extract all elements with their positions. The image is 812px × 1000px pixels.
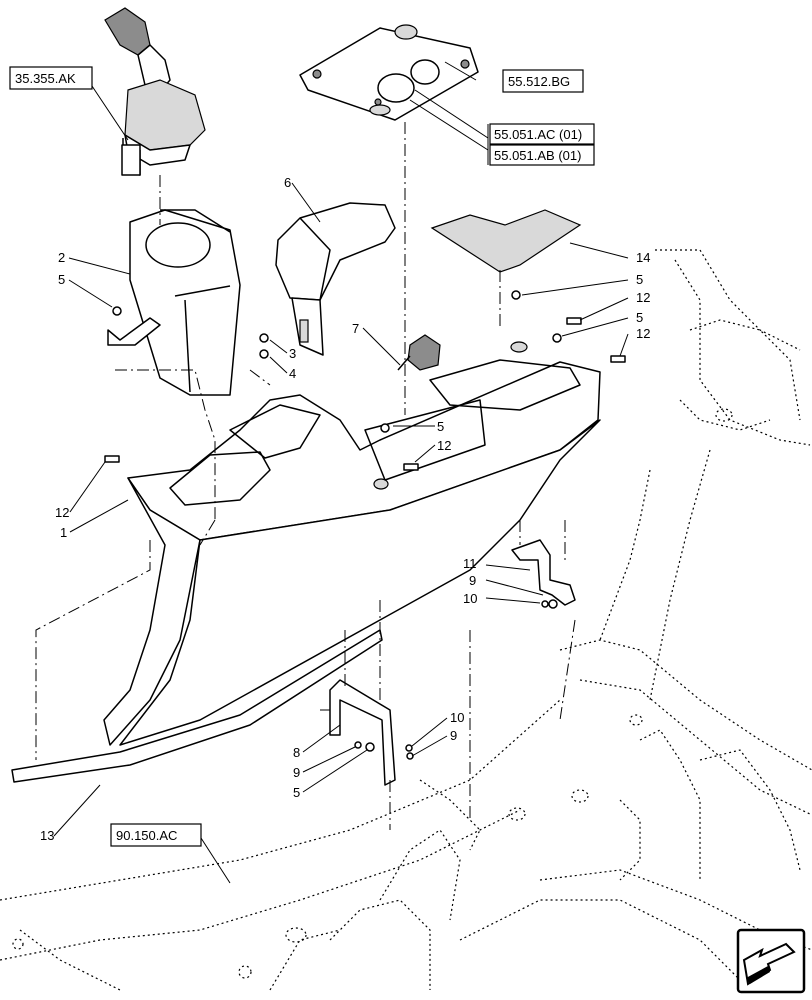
fasteners [104, 290, 626, 760]
rotary-knob [397, 334, 441, 371]
callout-5: 5 [636, 272, 643, 287]
callout-5: 5 [58, 272, 65, 287]
callout-2: 2 [58, 250, 65, 265]
reference-label[interactable]: 55.051.AC (01) [489, 123, 595, 145]
callout-5: 5 [636, 310, 643, 325]
svg-text:90.150.AC: 90.150.AC [116, 828, 177, 843]
storage-mat [430, 209, 582, 273]
arrow-back-icon[interactable] [736, 928, 806, 994]
leader-lines [53, 61, 629, 884]
callout-5: 5 [437, 419, 444, 434]
assembly-lines [35, 122, 576, 830]
side-bracket [511, 539, 576, 606]
svg-text:55.512.BG: 55.512.BG [508, 74, 570, 89]
callout-8: 8 [293, 745, 300, 760]
reference-label[interactable]: 55.051.AB (01) [489, 144, 595, 166]
callout-numbers: 1 2 3 4 5 5 5 5 5 6 7 8 9 9 9 10 10 11 1… [40, 175, 650, 843]
callout-4: 4 [289, 366, 296, 381]
callout-9: 9 [450, 728, 457, 743]
callout-9: 9 [469, 573, 476, 588]
callout-1: 1 [60, 525, 67, 540]
control-panel [299, 24, 479, 121]
callout-14: 14 [636, 250, 650, 265]
svg-text:55.051.AC (01): 55.051.AC (01) [494, 127, 582, 142]
reference-label[interactable]: 90.150.AC [110, 823, 202, 847]
callout-5: 5 [293, 785, 300, 800]
callout-11: 11 [463, 556, 477, 571]
joystick-housing [107, 209, 241, 396]
lower-bracket [329, 679, 396, 786]
callout-9: 9 [293, 765, 300, 780]
callout-10: 10 [450, 710, 464, 725]
armrest-pad [275, 202, 396, 356]
trim-strip [11, 629, 383, 783]
joystick-assembly [104, 7, 206, 176]
console-body [103, 341, 601, 746]
callout-13: 13 [40, 828, 54, 843]
callout-6: 6 [284, 175, 291, 190]
reference-label[interactable]: 55.512.BG [502, 69, 584, 93]
callout-7: 7 [352, 321, 359, 336]
svg-text:35.355.AK: 35.355.AK [15, 71, 76, 86]
callout-12: 12 [55, 505, 69, 520]
callout-12: 12 [636, 326, 650, 341]
callout-3: 3 [289, 346, 296, 361]
svg-text:55.051.AB (01): 55.051.AB (01) [494, 148, 581, 163]
callout-10: 10 [463, 591, 477, 606]
reference-label[interactable]: 35.355.AK [9, 66, 93, 90]
callout-12: 12 [437, 438, 451, 453]
callout-12: 12 [636, 290, 650, 305]
